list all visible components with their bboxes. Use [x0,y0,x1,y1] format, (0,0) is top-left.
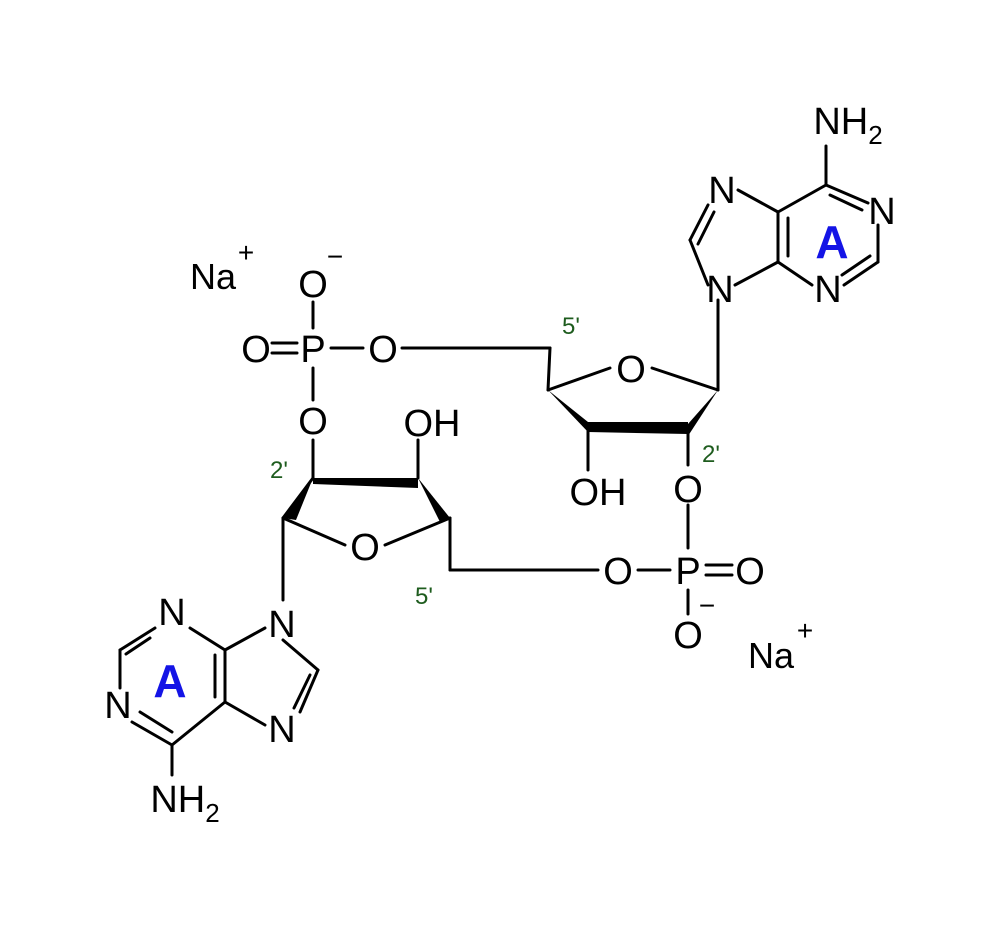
charge-plus-top: + [238,237,254,268]
label-5-prime-left: 5' [415,583,433,610]
atom-oh-3-right: OH [570,472,627,514]
charge-minus-top: − [327,241,343,272]
atom-o-phosphate-bottom-double: O [735,551,765,593]
atom-p-bottom: P [675,551,700,593]
atom-o-phosphate-top-double: O [241,329,271,371]
atom-labels: O O P O O O OH O O P O O OH O N N N N NH… [104,101,895,828]
atom-o-phosphate-top-anion: O [298,264,328,306]
atom-nh2-bottom: NH2 [150,779,219,828]
atom-o-phosphate-bottom-ester5: O [603,551,633,593]
sodium-ion-top: Na [190,256,237,297]
atom-oh-3-left: OH [404,403,461,445]
bond-lines [118,144,880,777]
atom-o-ring-right: O [616,349,646,391]
position-labels: 5' 2' 2' 5' [270,313,720,610]
atom-n7-top: N [708,170,735,212]
label-2-prime-right: 2' [702,441,720,468]
atom-n9-top: N [706,269,733,311]
atom-p-top: P [300,329,325,371]
atom-n7-bottom: N [268,709,295,751]
atom-n3-top: N [814,269,841,311]
adenine-letter-top: A [815,216,848,268]
label-5-prime-right: 5' [562,313,580,340]
charge-minus-bottom: − [699,590,715,621]
atom-o-ring-left: O [350,527,380,569]
atom-o-2-right: O [673,469,703,511]
adenine-letter-bottom: A [153,655,186,707]
atom-n1-bottom: N [104,685,131,727]
charge-plus-bottom: + [797,615,813,646]
atom-o-phosphate-top-ester2: O [298,401,328,443]
charges-and-ions: − − Na + Na + [190,237,813,676]
atom-o-phosphate-top-ester5: O [368,329,398,371]
base-letters: A A [153,216,848,707]
atom-n1-top: N [868,191,895,233]
sodium-ion-bottom: Na [748,635,795,676]
label-2-prime-left: 2' [270,457,288,484]
atom-n9-bottom: N [268,604,295,646]
atom-o-phosphate-bottom-anion: O [673,615,703,657]
atom-nh2-top: NH2 [813,101,882,150]
atom-n3-bottom: N [158,592,185,634]
